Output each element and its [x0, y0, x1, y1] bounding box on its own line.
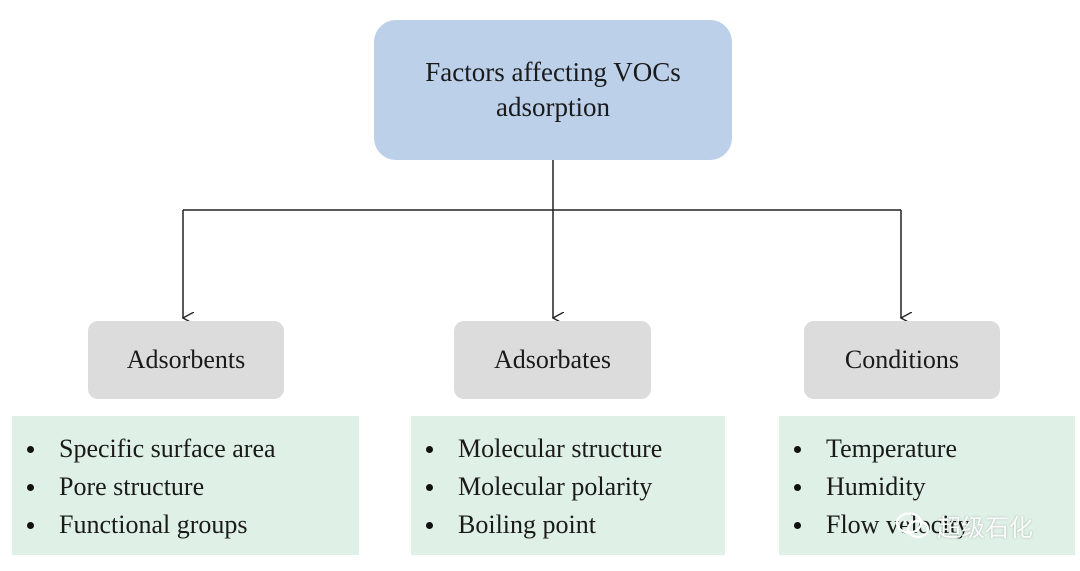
root-title: Factors affecting VOCs adsorption: [425, 55, 680, 125]
watermark: 超级石化: [895, 508, 1033, 543]
category-conditions: Conditions: [804, 321, 1000, 399]
list-item: Boiling point: [411, 506, 725, 544]
list-item: Molecular structure: [411, 430, 725, 468]
list-item: Pore structure: [12, 468, 359, 506]
category-adsorbents: Adsorbents: [88, 321, 284, 399]
list-item: Functional groups: [12, 506, 359, 544]
list-conditions: Temperature Humidity Flow velocity: [779, 416, 1075, 555]
wechat-icon: [895, 511, 930, 538]
list-item: Humidity: [779, 468, 1075, 506]
category-label-adsorbents: Adsorbents: [126, 345, 246, 374]
category-label-conditions: Conditions: [844, 345, 960, 374]
list-item: Molecular polarity: [411, 468, 725, 506]
list-item: Temperature: [779, 430, 1075, 468]
watermark-text: 超级石化: [937, 514, 1033, 542]
root-title-line1: Factors affecting VOCs: [425, 56, 681, 87]
list-item: Specific surface area: [12, 430, 359, 468]
list-adsorbates: Molecular structure Molecular polarity B…: [411, 416, 725, 555]
list-adsorbents: Specific surface area Pore structure Fun…: [12, 416, 359, 555]
category-label-adsorbates: Adsorbates: [494, 345, 611, 374]
category-adsorbates: Adsorbates: [454, 321, 651, 399]
root-title-line2: adsorption: [496, 92, 610, 122]
root-node: Factors affecting VOCs adsorption: [374, 20, 732, 160]
